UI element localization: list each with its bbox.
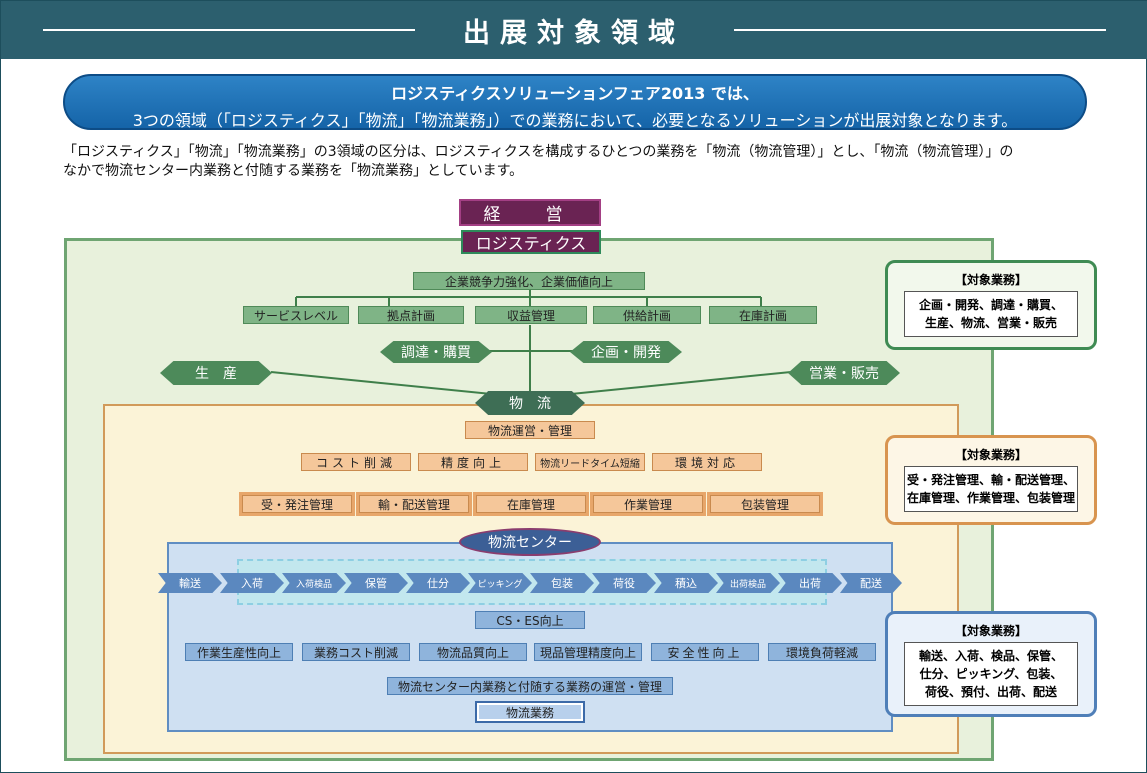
banner-suffix: では、	[705, 84, 759, 103]
improve-cost: 業務コスト削減	[302, 643, 410, 661]
physical-mgmt-packaging: 包装管理	[710, 495, 820, 513]
physical-goal-leadtime: 物流リードタイム短縮	[535, 453, 645, 471]
distribution-center-ellipse: 物流センター	[459, 528, 601, 556]
flow-transport: 輸送	[158, 573, 222, 593]
flow-packaging: 包装	[530, 573, 594, 593]
improve-environment: 環境負荷軽減	[768, 643, 876, 661]
physical-mgmt-order: 受・発注管理	[242, 495, 352, 513]
improve-quality: 物流品質向上	[419, 643, 527, 661]
target-body-logistics: 企画・開発、調達・購買、 生産、物流、営業・販売	[904, 291, 1078, 337]
cs-es-box: CS・ES向上	[475, 611, 585, 629]
target-title-physical: 【対象業務】	[954, 448, 1027, 462]
production-hex: 生 産	[160, 361, 272, 385]
target-title-center: 【対象業務】	[954, 624, 1027, 638]
physical-mgmt-inventory: 在庫管理	[476, 495, 586, 513]
logistics-goal-box: 企業競争力強化、企業価値向上	[413, 272, 645, 290]
target-body-physical: 受・発注管理、輸・配送管理、 在庫管理、作業管理、包装管理	[904, 466, 1078, 512]
target-title-logistics: 【対象業務】	[954, 273, 1027, 287]
intro-text: 「ロジスティクス」「物流」「物流業務」の3領域の区分は、ロジスティクスを構成する…	[63, 143, 1103, 181]
logistics-item-profit-mgmt: 収益管理	[475, 306, 587, 324]
flow-receiving: 入荷	[220, 573, 284, 593]
banner-line2: 3つの領域（「ロジスティクス」「物流」「物流業務」）での業務において、必要となる…	[132, 111, 1018, 130]
flow-loading: 積込	[654, 573, 718, 593]
header-rule-left	[43, 29, 415, 31]
logistics-item-inventory-plan: 在庫計画	[709, 306, 817, 324]
flow-storage: 保管	[344, 573, 408, 593]
header-bar: 出展対象領域	[1, 1, 1147, 59]
improve-stock-accuracy: 現品管理精度向上	[534, 643, 642, 661]
flow-picking: ピッキング	[468, 573, 532, 593]
business-box: 物流業務	[475, 701, 585, 723]
physical-distribution-hex: 物 流	[475, 391, 585, 415]
banner-brand: ロジスティクスソリューションフェア2013	[391, 84, 706, 103]
physical-goal-environment: 環境対応	[652, 453, 762, 471]
target-box-physical: 【対象業務】 受・発注管理、輸・配送管理、 在庫管理、作業管理、包装管理	[885, 435, 1097, 525]
logistics-item-service-level: サービスレベル	[243, 306, 349, 324]
target-box-center: 【対象業務】 輸送、入荷、検品、保管、 仕分、ピッキング、包装、 荷役、預付、出…	[885, 611, 1097, 717]
physical-mgmt-transport: 輸・配送管理	[359, 495, 469, 513]
physical-goal-cost: コスト削減	[301, 453, 411, 471]
page-title: 出展対象領域	[463, 18, 685, 49]
improve-productivity: 作業生産性向上	[185, 643, 293, 661]
management-box: 経 営	[459, 199, 601, 226]
sales-hex: 営業・販売	[788, 361, 900, 385]
planning-hex: 企画・開発	[570, 341, 682, 363]
improve-safety: 安全性向上	[651, 643, 759, 661]
target-body-center: 輸送、入荷、検品、保管、 仕分、ピッキング、包装、 荷役、預付、出荷、配送	[904, 642, 1078, 706]
flow-shipping: 出荷	[778, 573, 842, 593]
logistics-item-supply-plan: 供給計画	[593, 306, 701, 324]
flow-handling: 荷役	[592, 573, 656, 593]
intro-line1: 「ロジスティクス」「物流」「物流業務」の3領域の区分は、ロジスティクスを構成する…	[63, 144, 1014, 160]
logistics-box: ロジスティクス	[461, 230, 601, 254]
header-rule-right	[734, 29, 1106, 31]
intro-line2: なかで物流センター内業務と付随する業務を「物流業務」としています。	[63, 163, 524, 179]
physical-ops-box: 物流運営・管理	[465, 421, 595, 439]
physical-goal-accuracy: 精度向上	[418, 453, 528, 471]
procurement-hex: 調達・購買	[380, 341, 492, 363]
flow-sorting: 仕分	[406, 573, 470, 593]
physical-mgmt-work: 作業管理	[593, 495, 703, 513]
logistics-item-base-plan: 拠点計画	[358, 306, 464, 324]
flow-delivery: 配送	[840, 573, 902, 593]
intro-banner: ロジスティクスソリューションフェア2013 では、 3つの領域（「ロジスティクス…	[63, 74, 1087, 130]
target-box-logistics: 【対象業務】 企画・開発、調達・購買、 生産、物流、営業・販売	[885, 260, 1097, 350]
flow-inspection-out: 出荷検品	[716, 573, 780, 593]
flow-inspection-in: 入荷検品	[282, 573, 346, 593]
center-ops-box: 物流センター内業務と付随する業務の運営・管理	[387, 677, 673, 695]
